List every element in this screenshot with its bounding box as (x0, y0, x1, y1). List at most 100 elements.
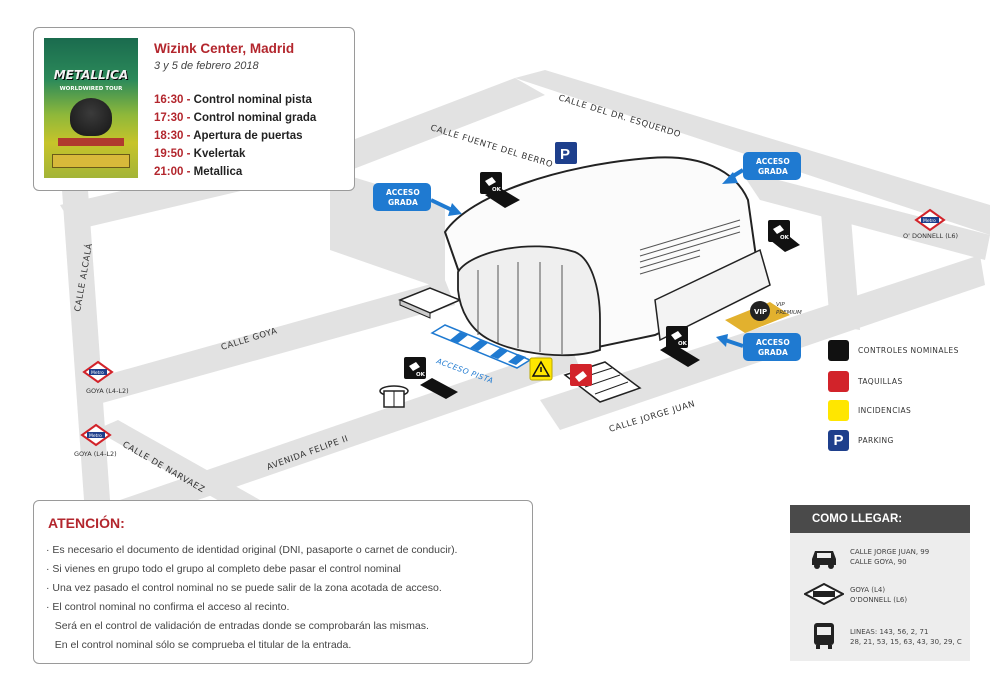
svg-text:ACCESO: ACCESO (386, 188, 420, 197)
schedule-item: 16:30 - Control nominal pista (154, 94, 312, 106)
legend-label: PARKING (858, 436, 894, 445)
bus-icon (814, 623, 834, 649)
warning-icon (828, 400, 849, 421)
event-poster: METALLICA WORLDWIRED TOUR (44, 38, 138, 178)
attention-list: · Es necesario el documento de identidad… (46, 541, 457, 655)
arrow-right-icon (430, 198, 453, 212)
attention-box: ATENCIÓN: · Es necesario el documento de… (33, 500, 533, 664)
svg-text:GRADA: GRADA (388, 198, 418, 207)
warning-icon (529, 357, 553, 381)
poster-strip (52, 154, 130, 168)
street-fuente-berro: CALLE FUENTE DEL BERRO (429, 123, 554, 170)
pista-arrow (508, 354, 526, 365)
ok-ticket-icon: OK (768, 220, 790, 242)
como-llegar-title: COMO LLEGAR: (790, 505, 970, 533)
attention-item: · Si vienes en grupo todo el grupo al co… (46, 563, 401, 575)
ok-ticket-icon: OK (404, 357, 426, 379)
road-narvaez (95, 420, 260, 510)
poster-band (58, 138, 124, 146)
svg-text:ACCESO: ACCESO (756, 338, 790, 347)
venue (398, 156, 790, 403)
acceso-grada-left: ACCESO GRADA (373, 183, 462, 216)
attention-item: En el control nominal sólo se comprueba … (46, 639, 352, 651)
acceso-grada-right: ACCESO GRADA (722, 152, 801, 184)
attention-item: · Es necesario el documento de identidad… (46, 544, 458, 556)
car-icon (812, 551, 836, 569)
legend-incidencias: INCIDENCIAS (828, 400, 988, 422)
road-goya (88, 280, 455, 405)
legend-taquillas: TAQUILLAS (828, 371, 988, 393)
schedule-item: 17:30 - Control nominal grada (154, 112, 317, 124)
poster-logo: METALLICA (53, 68, 129, 82)
svg-text:GRADA: GRADA (758, 348, 788, 357)
attention-title: ATENCIÓN: (48, 515, 125, 531)
venue-side (654, 248, 771, 342)
kiosk-icon (379, 385, 409, 408)
metro-goya-icon: Metro (82, 360, 114, 384)
event-info-box: METALLICA WORLDWIRED TOUR Wizink Center,… (33, 27, 355, 191)
vip-premium-label: PREMIUM (776, 310, 802, 316)
svg-text:OK: OK (492, 187, 502, 193)
poster-tour: WORLDWIRED TOUR (59, 86, 123, 92)
acceso-pista-arrows (430, 324, 532, 369)
svg-text:Metro: Metro (89, 433, 102, 439)
pista-arrow (490, 348, 508, 359)
svg-text:ACCESO: ACCESO (756, 157, 790, 166)
legend-controles: CONTROLES NOMINALES (828, 340, 988, 362)
vip-premium-label: VIP (776, 302, 785, 308)
road-right (820, 200, 860, 330)
ticket-ok-icon (828, 340, 849, 361)
parking-icon: P (555, 142, 577, 164)
venue-front (457, 245, 601, 357)
metro-odonnell-icon: Metro (914, 208, 946, 232)
legend-label: TAQUILLAS (858, 377, 903, 386)
attention-item: Será en el control de validación de entr… (46, 620, 429, 632)
road-center-right (740, 170, 990, 260)
ok-ticket-icon: OK (480, 172, 502, 194)
svg-text:Metro: Metro (923, 218, 936, 224)
metro-icon (804, 583, 844, 605)
metro-odonnell-label: O' DONNELL (L6) (903, 232, 958, 240)
svg-text:GRADA: GRADA (758, 167, 788, 176)
road-alcala (62, 190, 110, 500)
ok-ticket-icon: OK (666, 326, 688, 348)
svg-text:OK: OK (780, 235, 790, 241)
metro-stations: GOYA (L4) O'DONNELL (L6) (850, 586, 908, 604)
road-fuente-berro (300, 78, 545, 180)
arrow-left-icon (724, 338, 744, 348)
legend-label: CONTROLES NOMINALES (858, 346, 959, 355)
vip-badge-icon: VIP (750, 301, 770, 321)
svg-text:OK: OK (678, 341, 688, 347)
schedule-item: 18:30 - Apertura de puertas (154, 130, 303, 142)
platform-side (399, 299, 431, 319)
svg-text:VIP: VIP (754, 308, 767, 316)
car-address: CALLE JORGE JUAN, 99 CALLE GOYA, 90 (850, 548, 930, 566)
pista-arrow (450, 332, 468, 343)
attention-item: · Una vez pasado el control nominal no s… (46, 582, 442, 594)
schedule-item: 21:00 - Metallica (154, 166, 243, 178)
como-llegar-box: COMO LLEGAR: CALLE JORGE JUAN, 99 CALLE … (790, 505, 970, 661)
road-felipe (120, 345, 580, 520)
poster-figure (70, 98, 112, 136)
event-title: Wizink Center, Madrid (154, 41, 295, 56)
bus-lines: LINEAS: 143, 56, 2, 71 28, 21, 53, 15, 6… (850, 628, 962, 646)
event-schedule: 16:30 - Control nominal pista 17:30 - Co… (154, 91, 316, 181)
acceso-grada-bottom: ACCESO GRADA (716, 333, 801, 361)
metro-goya-label: GOYA (L4-L2) (86, 387, 129, 395)
pista-arrow (470, 340, 488, 351)
svg-text:OK: OK (416, 372, 426, 378)
legend-parking: P PARKING (828, 430, 988, 452)
metro-goya-icon: Metro (80, 423, 112, 447)
parking-icon: P (828, 430, 849, 451)
acceso-pista-label: ACCESO PISTA (434, 356, 494, 385)
schedule-item: 19:50 - Kvelertak (154, 148, 246, 160)
ticket-office-icon (570, 364, 592, 386)
attention-item: · El control nominal no confirma el acce… (46, 601, 290, 613)
svg-text:P: P (560, 146, 570, 163)
roof-vents (639, 219, 741, 275)
ticket-office-icon (828, 371, 849, 392)
legend-label: INCIDENCIAS (858, 406, 912, 415)
svg-text:Metro: Metro (91, 370, 104, 376)
metro-goya-label: GOYA (L4-L2) (74, 450, 117, 458)
